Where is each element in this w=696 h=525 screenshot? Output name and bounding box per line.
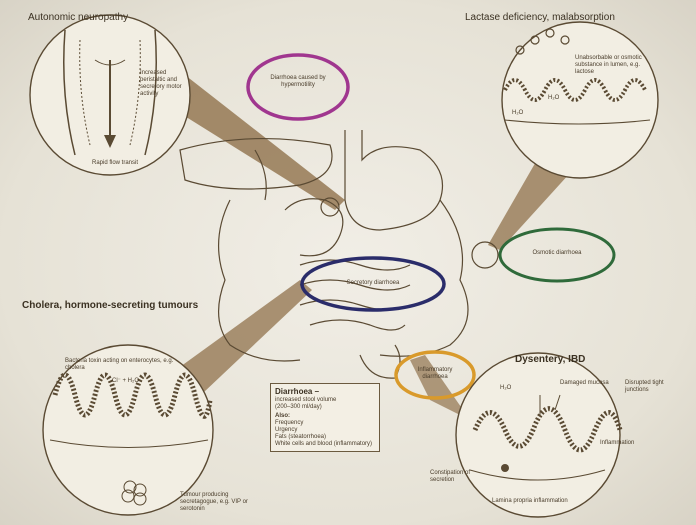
chem-label-1: H₂O <box>548 95 559 102</box>
callout-cone-autonomic <box>175 75 345 210</box>
dysentery-annotation-2: Disrupted tight junctions <box>625 380 680 394</box>
chem-label-3: Cl⁻ + H₂O <box>112 378 139 385</box>
definition-line-2: (200–300 ml/day) <box>275 404 375 411</box>
definition-item: Frequency <box>275 420 375 427</box>
digestive-tract <box>180 130 498 378</box>
lactase-panel <box>502 22 658 178</box>
dysentery-annotation-5: Constipation of secretion <box>430 470 485 484</box>
autonomic-neuropathy-title: Autonomic neuropathy <box>28 12 128 23</box>
definition-item: Urgency <box>275 427 375 434</box>
dysentery-annotation-1: Damaged mucosa <box>560 380 610 387</box>
chem-label-2: H₂O <box>512 110 523 117</box>
chem-label-5: H₂O <box>500 385 511 392</box>
osmotic-label: Osmotic diarrhoea <box>515 250 599 257</box>
cholera-annotation: Bacteria toxin acting on enterocytes, e.… <box>65 358 175 372</box>
lactase-title: Lactase deficiency, malabsorption <box>465 12 615 23</box>
dysentery-panel <box>456 353 620 517</box>
definition-item: Fats (steatorrhoea) <box>275 434 375 441</box>
inflammatory-label: Inflammatory diarrhoea <box>405 367 465 381</box>
dysentery-title: Dysentery, IBD <box>515 354 585 365</box>
rapid-transit-caption: Rapid flow transit <box>75 160 155 167</box>
definition-line-1: increased stool volume <box>275 397 375 404</box>
definition-also: Also: <box>275 413 375 420</box>
secretory-label: Secretory diarrhoea <box>320 280 426 287</box>
cholera-title: Cholera, hormone-secreting tumours <box>22 300 212 312</box>
dysentery-annotation-4: Lamina propria inflammation <box>492 498 572 505</box>
definition-item: White cells and blood (inflammatory) <box>275 441 375 448</box>
dysentery-annotation-3: Inflammation <box>600 440 650 447</box>
tumour-note: Tumour producing secretagogue, e.g. VIP … <box>180 492 260 513</box>
lactase-annotation: Unabsorbable or osmotic substance in lum… <box>575 55 645 76</box>
autonomic-annotation: Increased peristaltic and secretory moto… <box>140 70 190 98</box>
diarrhoea-definition-box: Diarrhoea – increased stool volume (200–… <box>270 383 380 452</box>
definition-heading: Diarrhoea – <box>275 387 375 397</box>
hypermotility-label: Diarrhoea caused by hypermotility <box>262 75 334 89</box>
